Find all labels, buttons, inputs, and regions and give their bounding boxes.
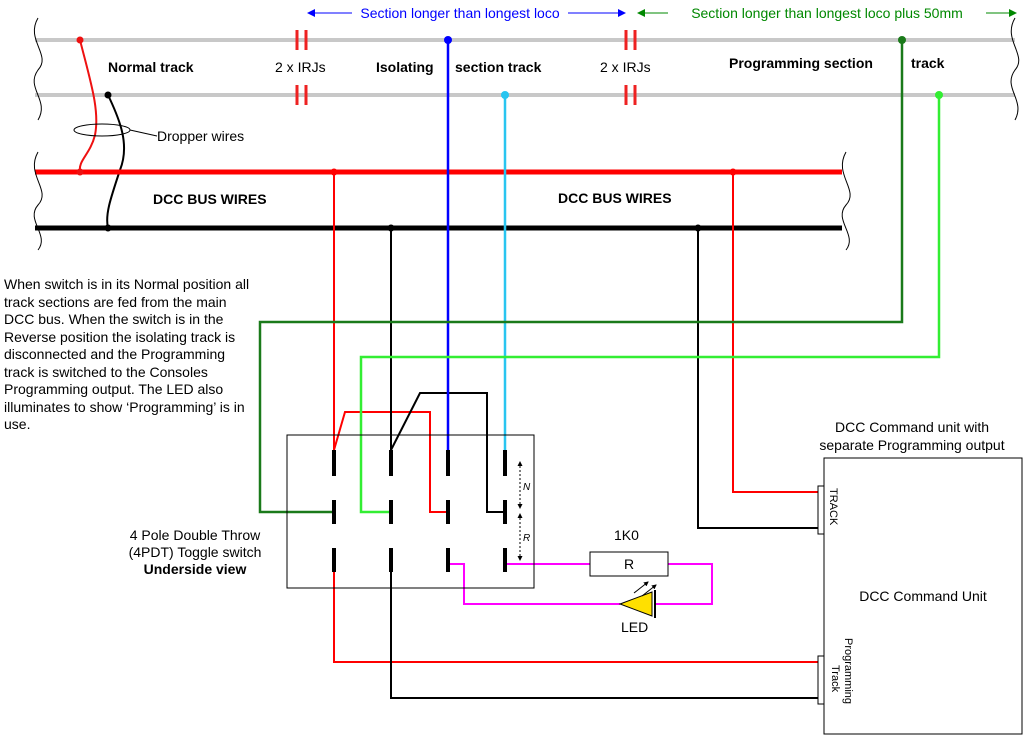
led-light-arrow-2 [641,584,657,597]
wire-black-cross [390,392,505,513]
break-right-track [1010,17,1020,121]
label-section-track: section track [455,59,542,75]
description-text: When switch is in its Normal position al… [4,276,250,432]
label-irj-left: 2 x IRJs [275,59,326,75]
break-left-track [33,17,43,121]
break-left-bus [33,151,43,251]
dim-label-programming: Section longer than longest loco plus 50… [691,5,963,21]
dropper-node-black-top [104,91,112,99]
command-unit-caption-line2: separate Programming output [819,436,1005,453]
junction-dots [76,36,943,232]
switch-pos-n: N [523,482,531,493]
track-rails [33,17,1020,121]
terminal-programming-label-1: Programming [842,638,854,704]
resistor-value: 1K0 [614,527,639,543]
label-programming-section: Programming section [729,55,873,71]
led-label: LED [621,619,648,635]
switch-caption-line1: 4 Pole Double Throw [129,527,261,543]
dropper-leader [129,129,158,137]
led-light-arrow-1 [633,581,649,594]
led-icon [618,591,653,617]
command-unit-caption-line1: DCC Command unit with [834,419,990,435]
command-unit-box [823,457,1023,735]
label-irj-right: 2 x IRJs [600,59,651,75]
label-bus-left: DCC BUS WIRES [153,191,267,207]
wire-magenta-led-to-switch [448,563,620,605]
wire-black-bus-to-track [697,228,822,529]
label-programming-track: track [911,55,945,71]
break-right-bus [841,151,851,251]
terminal-track [817,485,825,535]
irj-right [624,30,637,105]
wire-red-to-prog [333,572,822,663]
wire-red-bus-to-track [732,172,822,493]
wire-dark-green-programming [258,40,904,514]
command-unit-caption: DCC Command unit with separate Programmi… [800,419,1024,454]
wire-black-to-prog [390,572,822,699]
command-unit-title: DCC Command Unit [859,588,987,604]
dcc-bus [33,151,851,251]
switch-contacts [332,450,507,572]
switch-caption-line2: (4PDT) Toggle switch [128,544,262,560]
dropper-node-red-top [76,36,84,44]
wire-magenta-resistor-to-right [655,563,713,605]
wire-light-green-programming [359,95,941,514]
terminal-track-label: TRACK [827,488,839,526]
irj-left [295,30,308,105]
switch-pos-r: R [523,533,530,544]
toggle-switch-body [286,434,535,589]
label-normal-track: Normal track [108,59,194,75]
dim-label-isolating: Section longer than longest loco [360,5,559,21]
label-isolating: Isolating [376,59,434,75]
wire-red-cross [333,411,448,513]
label-bus-right: DCC BUS WIRES [558,190,672,206]
terminal-programming-label-2: Track [829,665,841,693]
label-dropper-wires: Dropper wires [157,128,244,144]
switch-caption-line3: Underside view [143,561,247,577]
resistor [589,551,669,577]
switch-caption: 4 Pole Double Throw (4PDT) Toggle switch… [100,527,290,578]
terminal-programming [817,655,825,705]
resistor-symbol: R [624,556,634,572]
